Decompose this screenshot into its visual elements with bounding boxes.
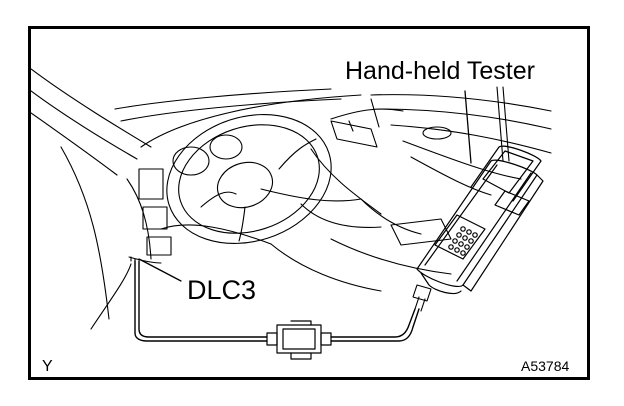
corner-marker-y: Y (42, 358, 53, 375)
dlc3-leader-line (138, 258, 182, 282)
tester-leader-line (464, 90, 472, 164)
hand-held-tester (416, 145, 544, 295)
passenger-dash (370, 86, 552, 196)
cable-connector (266, 320, 332, 360)
windshield-frame (31, 68, 342, 176)
diagnostic-cable (134, 260, 420, 342)
dashboard (126, 94, 404, 260)
center-console (270, 148, 452, 292)
diagram-frame: Hand-held Tester DLC3 Y A53784 (28, 26, 590, 380)
vehicle-interior-illustration (31, 68, 552, 360)
tester-plug (412, 284, 432, 312)
lower-dash (60, 146, 162, 330)
dlc3-label: DLC3 (187, 275, 257, 305)
steering-wheel (166, 114, 332, 244)
hand-held-tester-label: Hand-held Tester (345, 57, 535, 85)
figure-code: A53784 (521, 358, 570, 374)
